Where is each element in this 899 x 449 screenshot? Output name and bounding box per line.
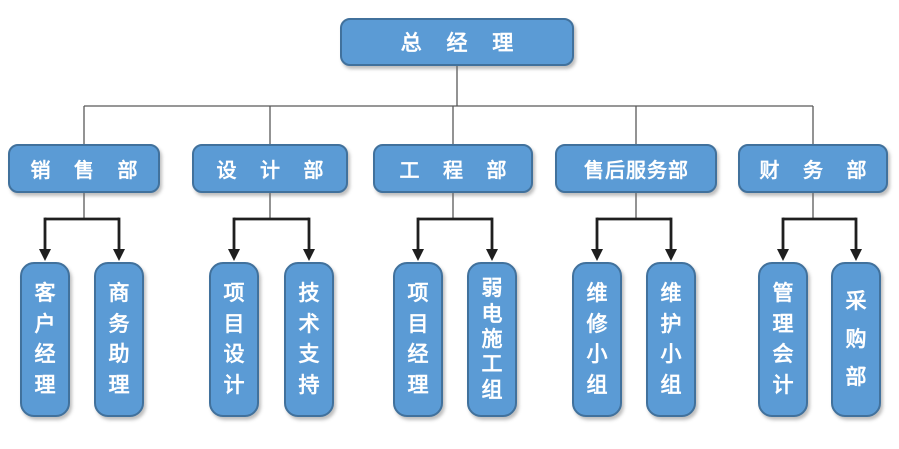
node-weak-current-construction-team: 弱电施工组 <box>467 262 517 417</box>
node-project-design: 项目设计 <box>209 262 259 417</box>
node-dept-sales: 销 售 部 <box>8 144 160 193</box>
node-management-accounting: 管理会计 <box>758 262 808 417</box>
node-dept-design: 设 计 部 <box>192 144 348 193</box>
node-purchasing-dept: 采购部 <box>831 262 881 417</box>
node-dept-after-sales-service: 售后服务部 <box>555 144 717 193</box>
node-general-manager: 总 经 理 <box>340 18 574 66</box>
node-maintenance-team: 维护小组 <box>646 262 696 417</box>
node-business-assistant: 商务助理 <box>94 262 144 417</box>
node-technical-support: 技术支持 <box>284 262 334 417</box>
node-repair-team: 维修小组 <box>572 262 622 417</box>
node-dept-engineering: 工 程 部 <box>373 144 533 193</box>
node-dept-finance: 财 务 部 <box>738 144 888 193</box>
node-project-manager: 项目经理 <box>393 262 443 417</box>
node-customer-manager: 客户经理 <box>20 262 70 417</box>
